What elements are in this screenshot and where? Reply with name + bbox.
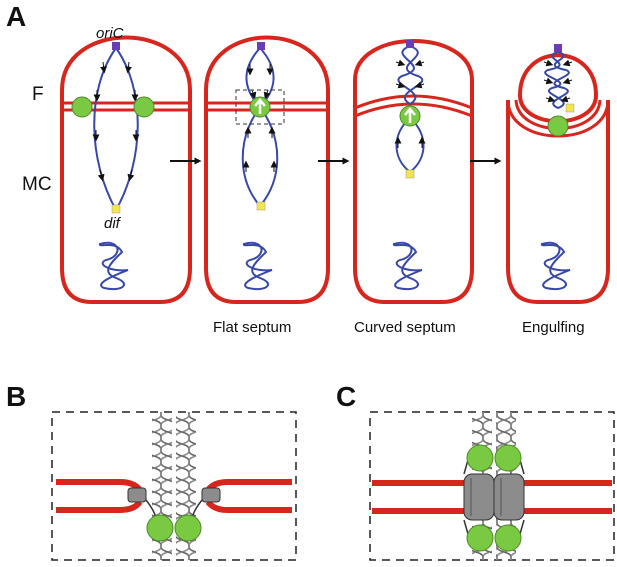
cell-4-dif-marker — [565, 103, 575, 113]
panel-c-spoiiie-top-right — [494, 444, 522, 472]
panel-c-channel-detail — [470, 478, 502, 516]
cell-3-dif-marker — [405, 169, 415, 179]
panel-b-membrane-left-bottom — [56, 500, 143, 513]
cell-2-zoom-box — [235, 89, 285, 125]
cell-4-mother-chromosome — [541, 241, 571, 290]
mother-cell-label: MC — [22, 174, 52, 195]
cell-1-direction-arrows — [92, 61, 140, 182]
cell-3 — [353, 39, 474, 304]
cell-2 — [204, 35, 330, 304]
panel-b-membrane-right-bottom — [205, 500, 292, 513]
panel-c-channel-right — [493, 473, 525, 521]
panel-b — [51, 411, 297, 561]
cell-2-dif-marker — [256, 201, 266, 211]
cell-4-forespore-membrane — [517, 53, 599, 124]
cell-1-chromosome — [93, 46, 139, 213]
engulfing-caption: Engulfing — [522, 319, 585, 336]
curved-septum-caption: Curved septum — [354, 319, 456, 336]
cell-2-translocation-arrow-icon — [254, 98, 266, 114]
cell-3-septum-top — [354, 94, 473, 110]
cell-2-mother-chromosome — [243, 241, 273, 290]
dif-label: dif — [104, 215, 122, 232]
cell-1-mother-chromosome — [99, 241, 129, 290]
panel-a-letter: A — [6, 1, 26, 32]
cell-3-membrane — [353, 39, 474, 304]
panel-c-linker-br — [519, 519, 525, 535]
forespore-label: F — [32, 84, 44, 105]
panel-c — [369, 411, 615, 561]
cell-3-direction-arrows — [394, 59, 426, 148]
cell-4-oric-marker — [554, 44, 562, 52]
panel-c-letter: C — [336, 381, 356, 412]
cell-2-mc-chromosome — [241, 105, 279, 208]
cell-3-forespore-chromosome — [397, 44, 424, 106]
panel-c-spoiiie-bottom-left — [466, 524, 494, 552]
cell-4-mother-membrane — [506, 100, 610, 304]
cell-4-direction-arrows — [543, 59, 573, 103]
cell-3-translocation-arrow-icon — [404, 107, 416, 123]
panel-c-spoiiie-top-left — [466, 444, 494, 472]
flat-septum-caption: Flat septum — [213, 319, 291, 336]
cell-3-mother-chromosome — [393, 241, 423, 290]
panel-b-spoiiie-left — [146, 514, 174, 542]
cell-1-spoiiie-right — [133, 96, 155, 118]
panel-b-spoiiie-right — [174, 514, 202, 542]
cell-1-oric-marker — [112, 42, 120, 50]
cell-4-spoiiie — [547, 115, 569, 137]
panel-c-channel-left — [463, 473, 495, 521]
cell-2-oric-marker — [257, 42, 265, 50]
panel-b-anchor-right — [201, 487, 221, 503]
panel-b-membrane-right-top — [205, 479, 292, 492]
cell-3-septum-bottom — [354, 102, 473, 118]
cell-4 — [506, 44, 610, 304]
panel-c-spoiiie-bottom-right — [494, 524, 522, 552]
panel-b-membrane-left-top — [56, 479, 143, 492]
cell-1-membrane — [60, 35, 192, 304]
panel-c-linker-bl — [463, 519, 469, 535]
cell-1-spoiiie-left — [71, 96, 93, 118]
cell-1 — [60, 35, 192, 304]
cell-2-membrane — [204, 35, 330, 304]
cell-1-dif-marker — [111, 204, 121, 214]
panel-b-frame — [51, 411, 297, 561]
panel-b-letter: B — [6, 381, 26, 412]
cell-4-forespore-chromosome — [544, 50, 570, 110]
cell-2-direction-arrows — [242, 64, 278, 172]
cell-3-oric-marker — [406, 40, 414, 48]
panel-b-anchor-left — [127, 487, 147, 503]
oric-label: oriC — [96, 25, 124, 42]
